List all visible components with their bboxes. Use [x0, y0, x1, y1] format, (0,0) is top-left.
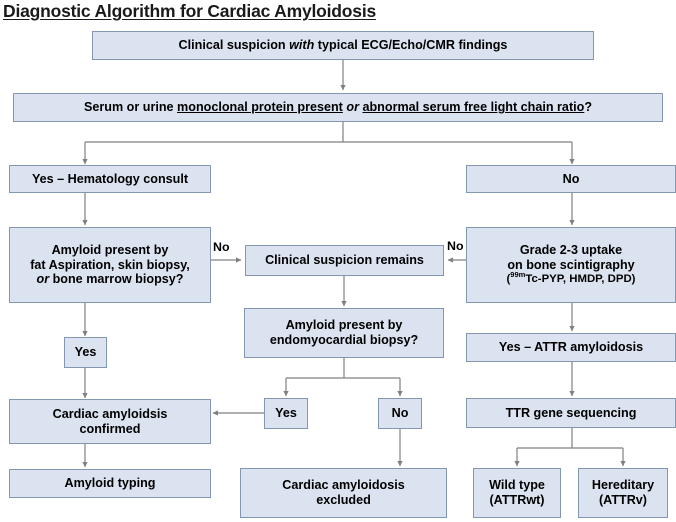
monoclonal-text-a: Serum or urine — [83, 100, 178, 115]
ttr-sequencing-label: TTR gene sequencing — [505, 405, 637, 420]
hematology-consult-label: Yes – Hematology consult — [31, 171, 189, 186]
node-clinical-suspicion[interactable]: Clinical suspicion with typical ECG/Echo… — [92, 31, 594, 60]
clinical-suspicion-remains-label: Clinical suspicion remains — [265, 253, 424, 268]
tracer-names: Tc-PYP, HMDP, DPD) — [525, 273, 636, 286]
monoclonal-text-end: ? — [584, 100, 593, 115]
page-title: Diagnostic Algorithm for Cardiac Amyloid… — [3, 1, 377, 21]
amyloid-biopsy-line-1: Amyloid present by — [51, 242, 169, 257]
cardiac-excluded-line-2: excluded — [316, 493, 371, 507]
node-yes-mid[interactable]: Yes — [264, 398, 308, 429]
node-no-branch[interactable]: No — [466, 165, 676, 193]
clinical-suspicion-text-b: typical ECG/Echo/CMR findings — [314, 38, 508, 53]
wild-type-line-2: (ATTRwt) — [489, 493, 545, 507]
edge-label-no-left: No — [213, 240, 230, 254]
node-yes-left[interactable]: Yes — [64, 337, 107, 368]
node-clinical-suspicion-remains[interactable]: Clinical suspicion remains — [245, 245, 444, 276]
clinical-suspicion-text-a: Clinical suspicion — [178, 38, 290, 53]
hereditary-line-1: Hereditary — [591, 478, 655, 493]
edge-label-no-right: No — [447, 239, 464, 253]
node-amyloid-typing[interactable]: Amyloid typing — [9, 469, 211, 498]
endomyocardial-line-2: endomyocardial biopsy? — [269, 333, 419, 347]
node-hematology-consult[interactable]: Yes – Hematology consult — [9, 165, 211, 193]
node-monoclonal-protein-question[interactable]: Serum or urine monoclonal protein presen… — [13, 93, 663, 122]
cardiac-confirmed-line-2: confirmed — [79, 421, 141, 436]
cardiac-excluded-line-1: Cardiac amyloidosis — [282, 478, 405, 493]
hereditary-line-2: (ATTRv) — [598, 493, 648, 507]
tracer-superscript: 99m — [510, 270, 526, 280]
amyloid-biopsy-line-3-rest: bone marrow biopsy? — [49, 272, 184, 287]
node-no-mid[interactable]: No — [378, 398, 422, 429]
node-hereditary[interactable]: Hereditary (ATTRv) — [578, 468, 668, 518]
monoclonal-underline-2: abnormal serum free light chain ratio — [362, 100, 585, 115]
amyloid-biopsy-line-2: fat Aspiration, skin biopsy, — [30, 257, 190, 272]
node-wild-type[interactable]: Wild type (ATTRwt) — [473, 468, 561, 518]
no-branch-label: No — [562, 171, 580, 186]
bone-scintigraphy-line-1: Grade 2-3 uptake — [519, 243, 623, 258]
monoclonal-italic-or: or — [342, 100, 363, 115]
yes-mid-label: Yes — [275, 406, 297, 421]
amyloid-biopsy-line-3: or bone marrow biopsy? — [13, 272, 207, 287]
node-cardiac-confirmed[interactable]: Cardiac amyloidsis confirmed — [9, 399, 211, 444]
clinical-suspicion-text-italic: with — [289, 38, 315, 53]
node-ttr-sequencing[interactable]: TTR gene sequencing — [466, 398, 676, 428]
node-bone-scintigraphy[interactable]: Grade 2-3 uptake on bone scintigraphy (9… — [466, 227, 676, 303]
bone-scintigraphy-line-2: on bone scintigraphy — [507, 258, 635, 273]
amyloid-typing-label: Amyloid typing — [64, 476, 156, 491]
no-mid-label: No — [391, 406, 409, 421]
amyloid-biopsy-italic-or: or — [36, 272, 50, 287]
endomyocardial-line-1: Amyloid present by — [285, 318, 403, 333]
bone-scintigraphy-line-3: (99mTc-PYP, HMDP, DPD) — [470, 270, 672, 286]
cardiac-confirmed-line-1: Cardiac amyloidsis — [52, 406, 168, 421]
tracer-paren-open: ( — [506, 273, 511, 286]
node-cardiac-excluded[interactable]: Cardiac amyloidosis excluded — [240, 468, 447, 518]
wild-type-line-1: Wild type — [489, 478, 545, 493]
node-amyloid-biopsy-question[interactable]: Amyloid present by fat Aspiration, skin … — [9, 227, 211, 303]
monoclonal-underline-1: monoclonal protein present — [177, 100, 343, 115]
node-attr-amyloidosis[interactable]: Yes – ATTR amyloidosis — [466, 333, 676, 362]
yes-left-label: Yes — [74, 345, 97, 360]
attr-amyloidosis-label: Yes – ATTR amyloidosis — [498, 340, 644, 355]
node-endomyocardial-question[interactable]: Amyloid present by endomyocardial biopsy… — [244, 308, 444, 358]
